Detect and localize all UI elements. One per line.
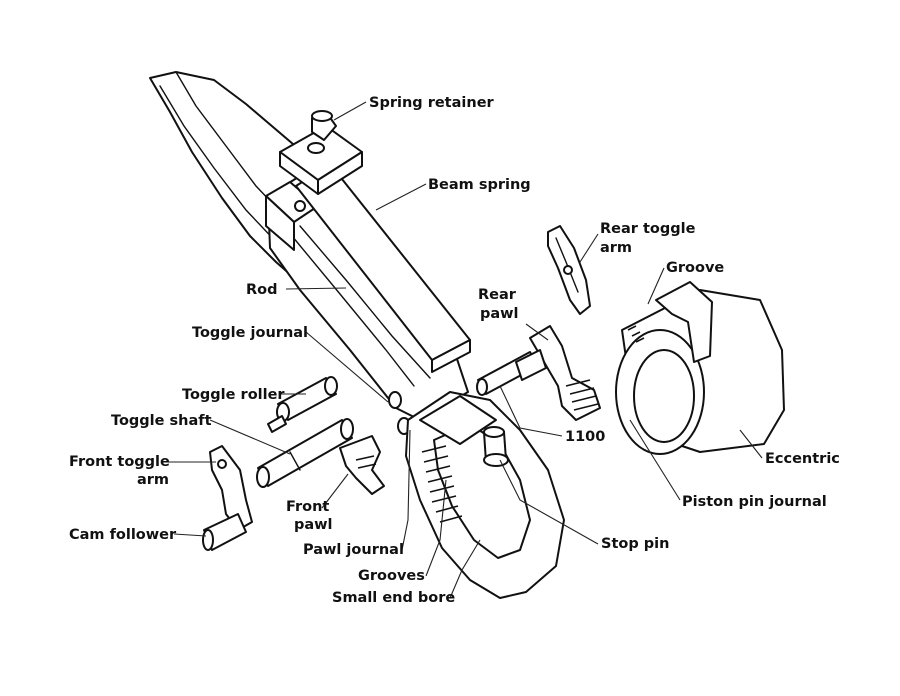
rear-toggle-arm — [547, 225, 591, 315]
beam-spring — [295, 163, 471, 373]
label-rear-pawl-line2: pawl — [480, 306, 519, 322]
label-spring-retainer: Spring retainer — [369, 95, 495, 111]
toggle-shaft — [256, 418, 354, 488]
label-front-toggle-arm-line2: arm — [137, 472, 169, 488]
front-pawl — [339, 435, 385, 495]
eccentric — [615, 281, 785, 455]
labels: Spring retainer Beam spring Rear toggle … — [69, 95, 840, 606]
label-toggle-shaft: Toggle shaft — [111, 413, 212, 429]
label-toggle-roller: Toggle roller — [182, 387, 285, 403]
label-rod: Rod — [246, 282, 278, 298]
label-groove: Groove — [666, 260, 724, 276]
leader-lines — [166, 101, 763, 599]
label-small-end-bore: Small end bore — [332, 590, 455, 606]
label-stop-pin: Stop pin — [601, 536, 669, 552]
label-piston-pin-journal: Piston pin journal — [682, 494, 827, 510]
label-toggle-journal: Toggle journal — [192, 325, 308, 341]
label-cam-follower: Cam follower — [69, 527, 177, 543]
label-rear-toggle-arm-line2: arm — [600, 240, 632, 256]
label-rear-pawl-line1: Rear — [478, 287, 517, 303]
label-front-pawl-line2: pawl — [294, 517, 333, 533]
stop-pin — [483, 426, 509, 467]
grooves-hatch — [421, 445, 463, 523]
front-toggle-arm — [202, 445, 253, 551]
label-grooves: Grooves — [358, 568, 425, 584]
toggle-roller — [267, 376, 338, 433]
spring-retainer — [279, 110, 363, 212]
label-beam-spring: Beam spring — [428, 177, 531, 193]
rear-pawl — [476, 325, 601, 421]
label-front-toggle-arm-line1: Front toggle — [69, 454, 170, 470]
label-eccentric: Eccentric — [765, 451, 840, 467]
label-part-number: 1100 — [565, 429, 605, 445]
label-front-pawl-line1: Front — [286, 499, 329, 515]
label-rear-toggle-arm-line1: Rear toggle — [600, 221, 696, 237]
label-pawl-journal: Pawl journal — [303, 542, 404, 558]
